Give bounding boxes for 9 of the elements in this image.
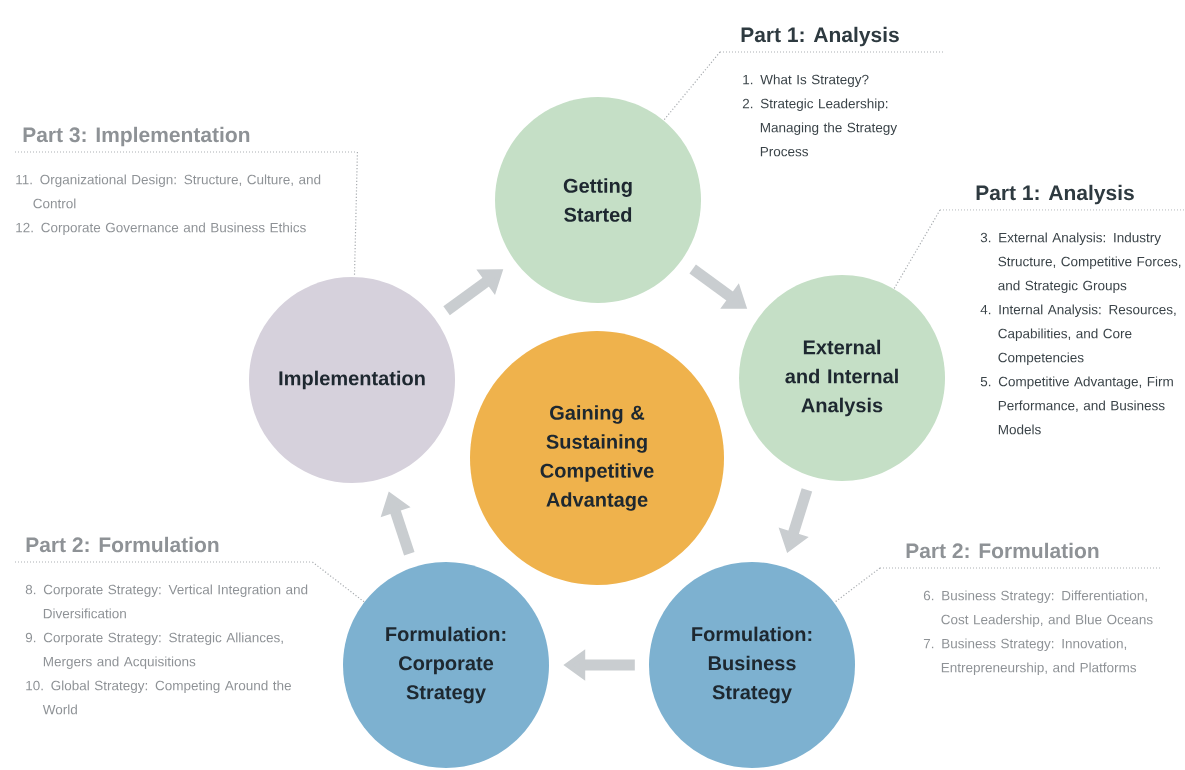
callout: Part 3: Implementation 11. Organizational Design: Structure, Culture, and Control 12. Corporate Governance and Business Ethics bbox=[14, 126, 358, 235]
leader-line bbox=[353, 151, 358, 278]
leader-line bbox=[833, 567, 881, 604]
leader-line bbox=[893, 209, 941, 290]
leader-line bbox=[311, 561, 365, 603]
callout: Part 2: Formulation 6. Business Strategy: Differentiation, Cost Leadership, and Blue Oceans 7. Business Strategy: Innovation, Entrepreneurship, and Platforms bbox=[879, 542, 1161, 675]
leader-line bbox=[663, 51, 721, 121]
callout: Part 2: Formulation 8. Corporate Strategy: Vertical Integration and Diversification 9. Corporate Strategy: Strategic Alliances, Mergers and Acquisitions 10. Global Strategy: Competing Around the World bbox=[14, 536, 313, 715]
callout: Part 1: Analysis 1. What Is Strategy? 2. Strategic Leadership: Managing the Strategy Process bbox=[719, 26, 946, 157]
